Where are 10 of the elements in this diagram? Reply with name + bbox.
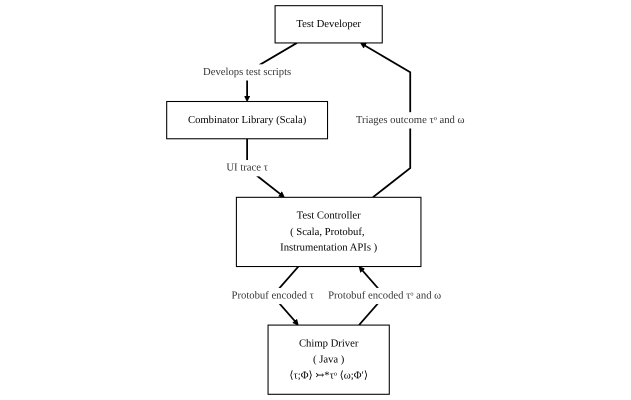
node-box: Test Controller ( Scala, Protobuf, Instrumentation APIs ) [236, 196, 422, 268]
edge-label: Protobuf encoded τᵒ and ω [328, 290, 442, 302]
arrow [360, 42, 411, 198]
node-box: Chimp Driver ( Java ) ⟨τ;Φ⟩ ↣*τᵒ ⟨ω;Φ′⟩ [267, 324, 390, 395]
edge-label: UI trace τ [226, 162, 268, 174]
edge-label: Protobuf encoded τ [231, 290, 314, 302]
edge-label: Triages outcome τᵒ and ω [356, 114, 464, 126]
node-box: Combinator Library (Scala) [166, 100, 328, 140]
edge-label: Develops test scripts [202, 66, 292, 78]
node-box: Test Developer [274, 5, 383, 44]
